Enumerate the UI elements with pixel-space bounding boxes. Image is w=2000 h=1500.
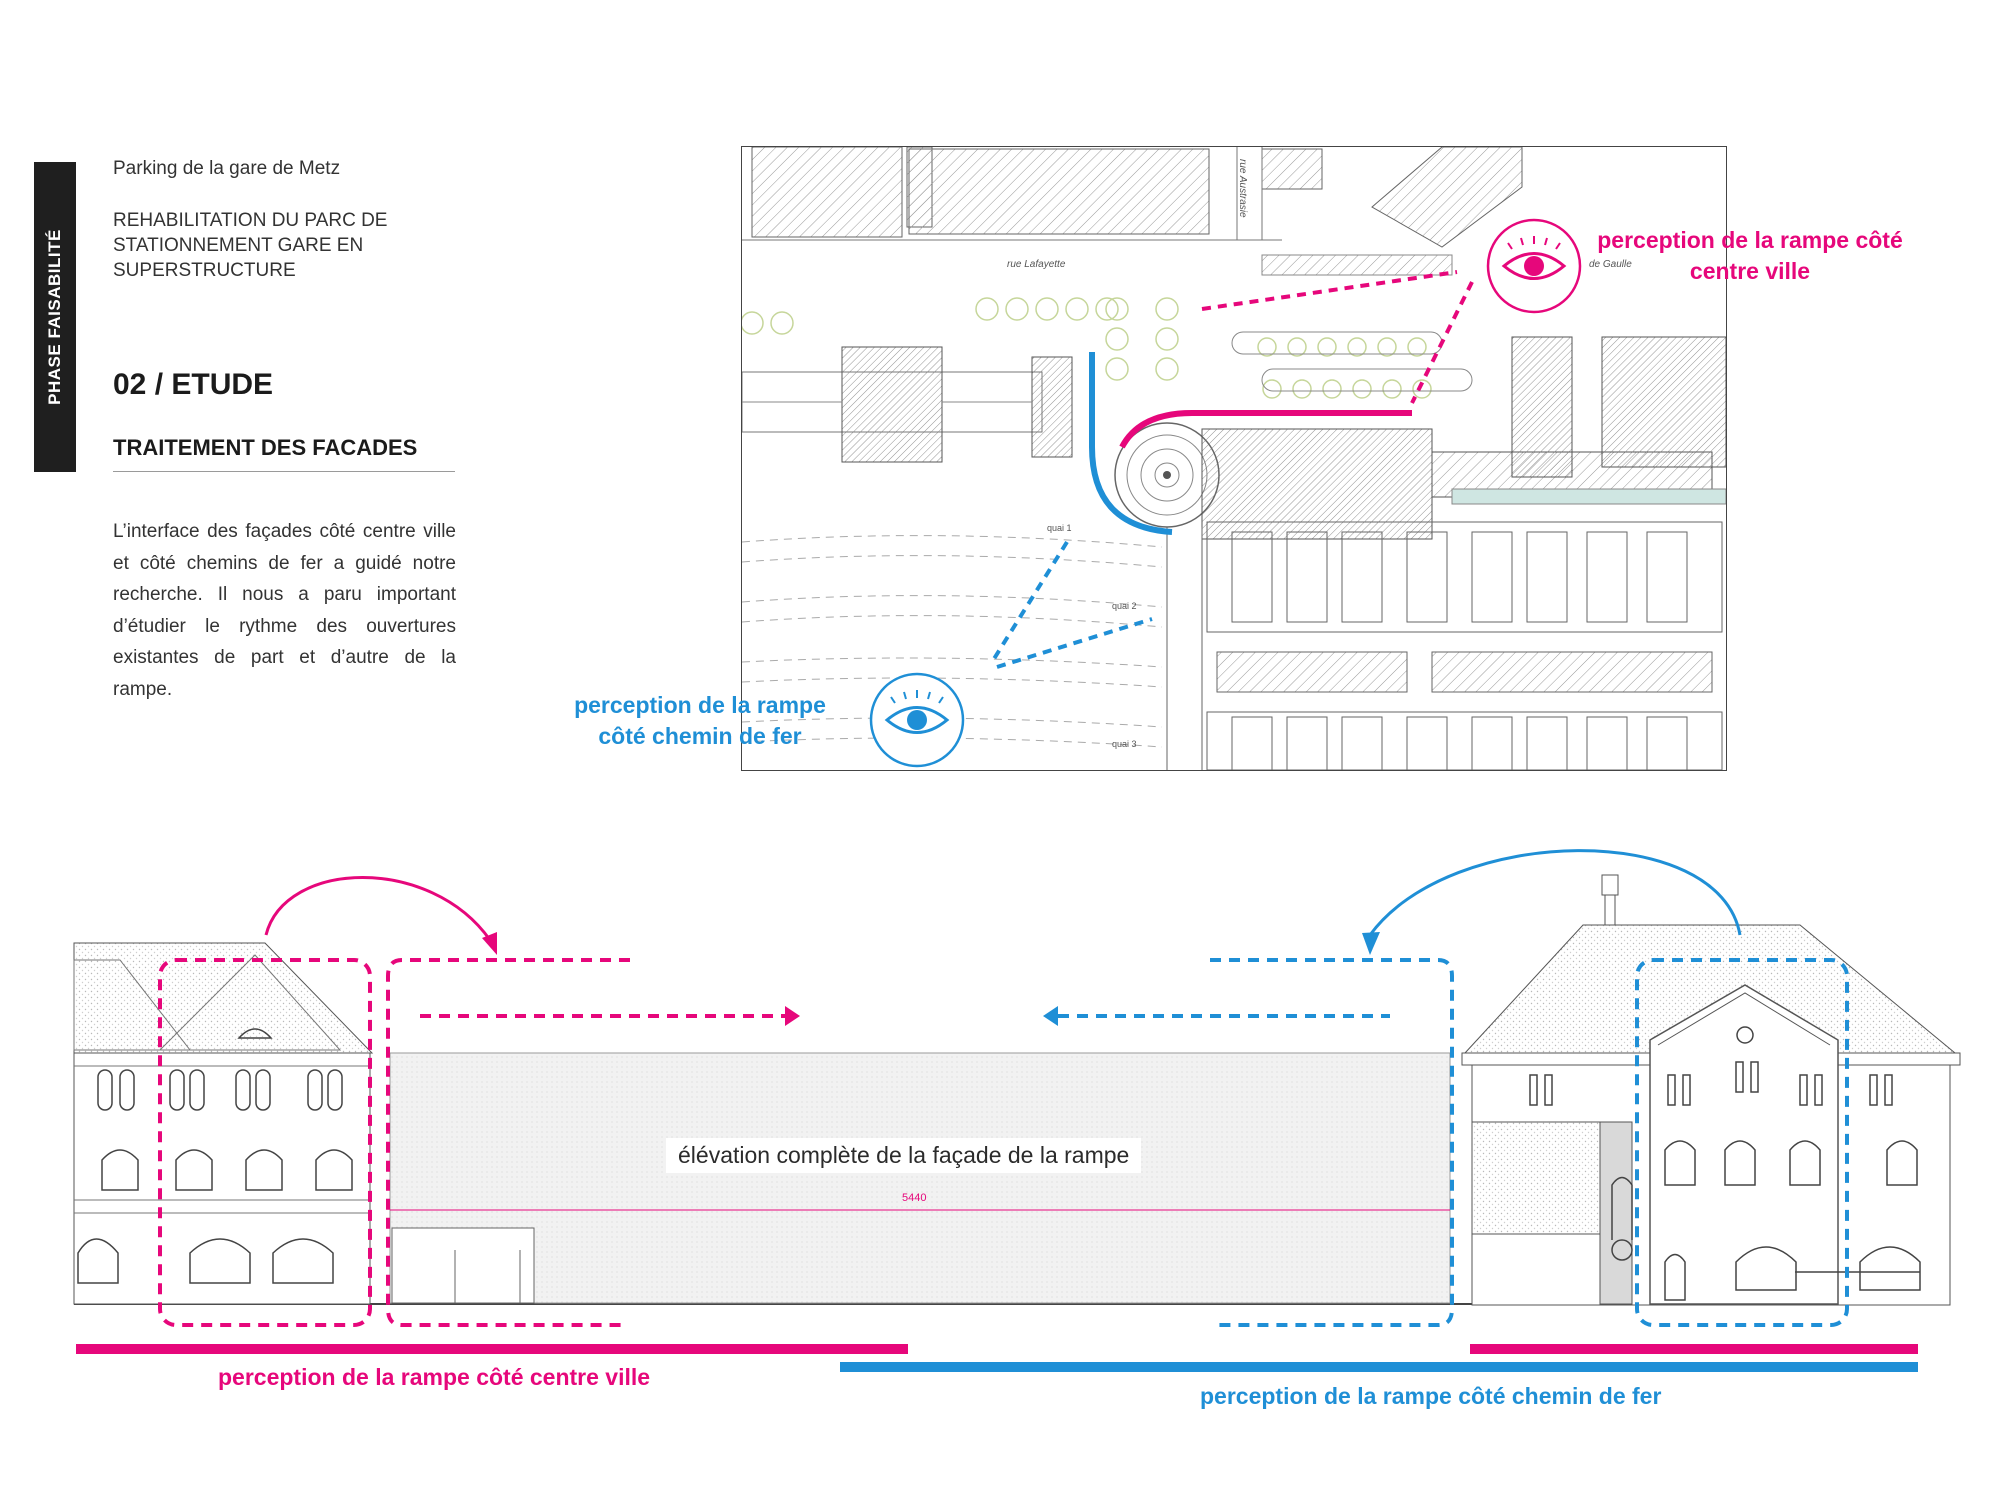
dimension-label: 5440 <box>902 1192 927 1204</box>
parking-island <box>1261 368 1473 392</box>
section-number: 02 / ETUDE <box>113 368 274 401</box>
parking-stalls <box>1206 521 1723 770</box>
site-plan: rue Lafayette rue Austrasie de Gaulle <box>741 146 1727 771</box>
rail-range-bar <box>840 1362 1918 1372</box>
rail-frames <box>1210 958 1849 1327</box>
adjacent-building <box>1601 336 1726 468</box>
city-block <box>751 147 903 238</box>
station-pavilion <box>1031 356 1073 458</box>
adjacent-building <box>1201 428 1433 540</box>
eye-icon-city <box>1486 218 1582 314</box>
arrow-down-icon <box>482 932 497 955</box>
site-plan-drawing: rue Lafayette rue Austrasie de Gaulle <box>742 147 1726 770</box>
section-divider <box>113 471 455 472</box>
quai-label: quai 1 <box>1047 523 1072 533</box>
street-austrasie: rue Austrasie <box>1237 159 1248 218</box>
eye-icon-rail <box>869 672 965 768</box>
legend-city-label: perception de la rampe côté centre ville <box>218 1364 651 1390</box>
city-range-bar <box>1470 1344 1918 1354</box>
street-lafayette: rue Lafayette <box>1007 259 1066 270</box>
quai-label: quai 3 <box>1112 739 1137 749</box>
section-title: TRAITEMENT DES FACADES <box>113 435 418 460</box>
right-building <box>1461 874 1961 1306</box>
arrow-left-icon <box>1043 1006 1058 1026</box>
city-block <box>1371 147 1523 248</box>
ramp-city-path <box>1119 410 1412 449</box>
tree-row <box>742 297 1432 399</box>
legend-rail-label: perception de la rampe côté chemin de fe… <box>1200 1383 1662 1409</box>
adjacent-building <box>1511 336 1573 478</box>
arrow-right-icon <box>785 1006 800 1026</box>
ramp-entrance <box>391 1227 535 1304</box>
parking-canopy <box>1261 254 1453 276</box>
street-gaulle: de Gaulle <box>1589 259 1632 270</box>
ramp-facade <box>389 1052 1451 1304</box>
station-pavilion <box>841 346 943 463</box>
left-building <box>73 942 374 1305</box>
city-range-bar <box>76 1344 908 1354</box>
section-body: L’interface des façades côté centre vill… <box>113 521 456 700</box>
phase-tab: PHASE FAISABILITÉ <box>34 162 76 472</box>
quai-label: quai 2 <box>1112 601 1137 611</box>
rail-perception-label: perception de la rampe côté chemin de fe… <box>574 692 826 749</box>
city-block <box>1261 148 1323 190</box>
arrow-down-icon <box>1362 932 1380 955</box>
city-block <box>908 148 1210 235</box>
ramp-rail-path <box>1089 352 1173 535</box>
elevation-label: élévation complète de la façade de la ra… <box>666 1138 1142 1173</box>
project-title: Parking de la gare de Metz <box>113 158 341 179</box>
city-perception-label: perception de la rampe côté centre ville <box>1597 227 1903 284</box>
city-frames <box>158 958 630 1327</box>
project-subtitle: REHABILITATION DU PARC DE STATIONNEMENT … <box>113 210 388 281</box>
